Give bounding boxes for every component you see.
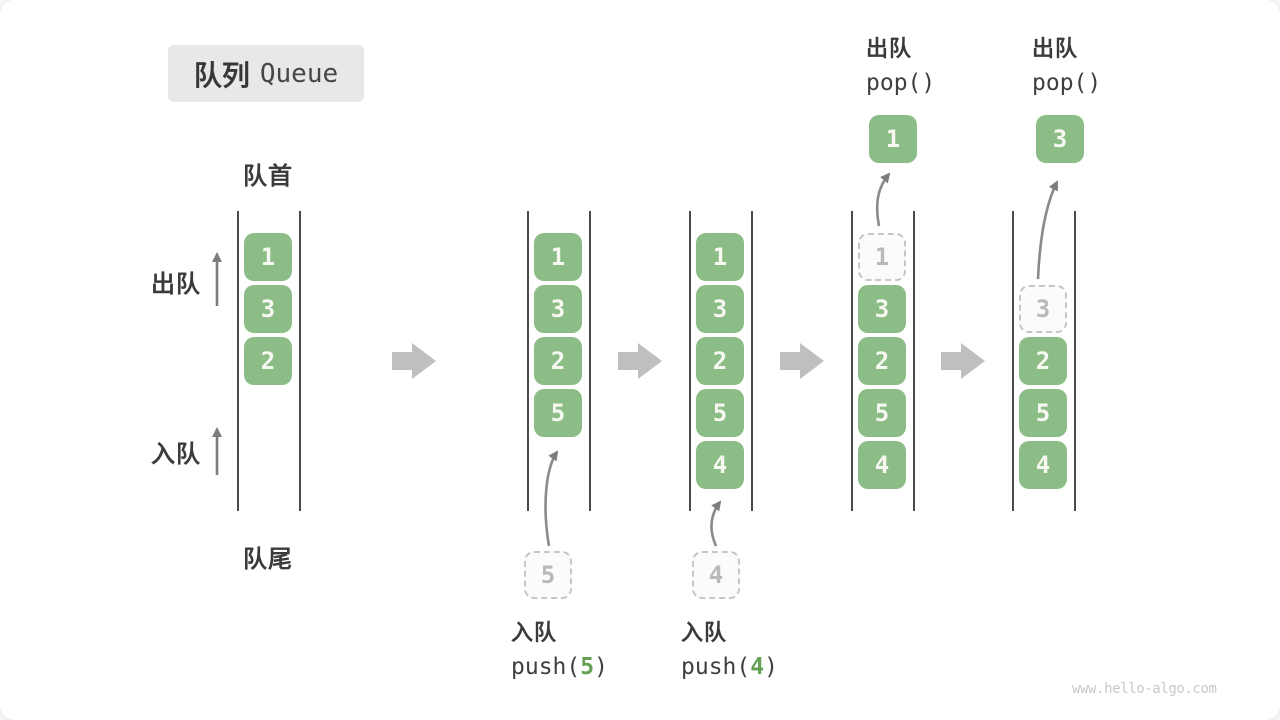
- queue-item: 4: [696, 441, 744, 489]
- title-zh: 队列: [193, 59, 250, 91]
- state-after-push5-wall-right: [589, 211, 591, 511]
- enqueue-motion-arrow-4: [710, 500, 722, 547]
- push5-code: push(5): [511, 654, 608, 680]
- queue-item: 4: [1019, 441, 1067, 489]
- pop-motion-arrow-3: [1036, 180, 1059, 280]
- queue-rear-label: 队尾: [243, 546, 293, 573]
- state-after-pop3-wall-left: [1012, 211, 1014, 511]
- queue-item: 1: [696, 233, 744, 281]
- queue-item: 4: [858, 441, 906, 489]
- state-initial-wall-right: [299, 211, 301, 511]
- enqueue-side-label: 入队: [151, 441, 201, 468]
- popped-item: 3: [1036, 115, 1084, 163]
- queue-item: 5: [858, 389, 906, 437]
- state-transition-arrow-4: [941, 343, 985, 379]
- queue-item: 3: [244, 285, 292, 333]
- queue-item: 1: [244, 233, 292, 281]
- incoming-item: 5: [524, 551, 572, 599]
- title-box: 队列 Queue: [168, 45, 364, 102]
- queue-item: 2: [1019, 337, 1067, 385]
- push-operation-label-5: 入队 push(5): [511, 615, 608, 680]
- queue-item: 5: [1019, 389, 1067, 437]
- queue-item: 3: [858, 285, 906, 333]
- queue-item: 1: [534, 233, 582, 281]
- pop-operation-label-2: 出队 pop(): [1032, 31, 1101, 96]
- queue-item: 2: [858, 337, 906, 385]
- pop2-code: pop(): [1032, 70, 1102, 96]
- queue-item: 3: [696, 285, 744, 333]
- pop-operation-label-1: 出队 pop(): [866, 31, 935, 96]
- queue-item: 2: [696, 337, 744, 385]
- pop1-code: pop(): [866, 70, 936, 96]
- push4-code: push(4): [681, 654, 778, 680]
- title-en: Queue: [259, 58, 339, 89]
- incoming-item: 4: [692, 551, 740, 599]
- push-operation-label-4: 入队 push(4): [681, 615, 778, 680]
- state-after-pop1-wall-left: [851, 211, 853, 511]
- state-after-push5-wall-left: [527, 211, 529, 511]
- push4-arg: 4: [750, 654, 765, 680]
- queue-item-ghost: 1: [858, 233, 906, 281]
- watermark: www.hello-algo.com: [1072, 681, 1217, 697]
- state-after-push4-wall-right: [751, 211, 753, 511]
- queue-item: 2: [244, 337, 292, 385]
- state-transition-arrow-2: [618, 343, 662, 379]
- queue-front-label: 队首: [243, 163, 293, 190]
- pop2-zh: 出队: [1032, 36, 1079, 61]
- state-transition-arrow-1: [392, 343, 436, 379]
- queue-item: 5: [696, 389, 744, 437]
- state-after-pop1-wall-right: [913, 211, 915, 511]
- enqueue-motion-arrow-5: [544, 450, 559, 547]
- push5-arg: 5: [580, 654, 595, 680]
- queue-item: 5: [534, 389, 582, 437]
- state-after-push4-wall-left: [689, 211, 691, 511]
- push4-zh: 入队: [681, 620, 728, 645]
- pop-motion-arrow-1: [875, 172, 891, 227]
- queue-item: 2: [534, 337, 582, 385]
- pop1-zh: 出队: [866, 36, 913, 61]
- state-initial-wall-left: [237, 211, 239, 511]
- dequeue-side-label: 出队: [151, 271, 201, 298]
- state-after-pop3-wall-right: [1074, 211, 1076, 511]
- popped-item: 1: [869, 115, 917, 163]
- push5-zh: 入队: [511, 620, 558, 645]
- queue-item-ghost: 3: [1019, 285, 1067, 333]
- queue-item: 3: [534, 285, 582, 333]
- state-transition-arrow-3: [780, 343, 824, 379]
